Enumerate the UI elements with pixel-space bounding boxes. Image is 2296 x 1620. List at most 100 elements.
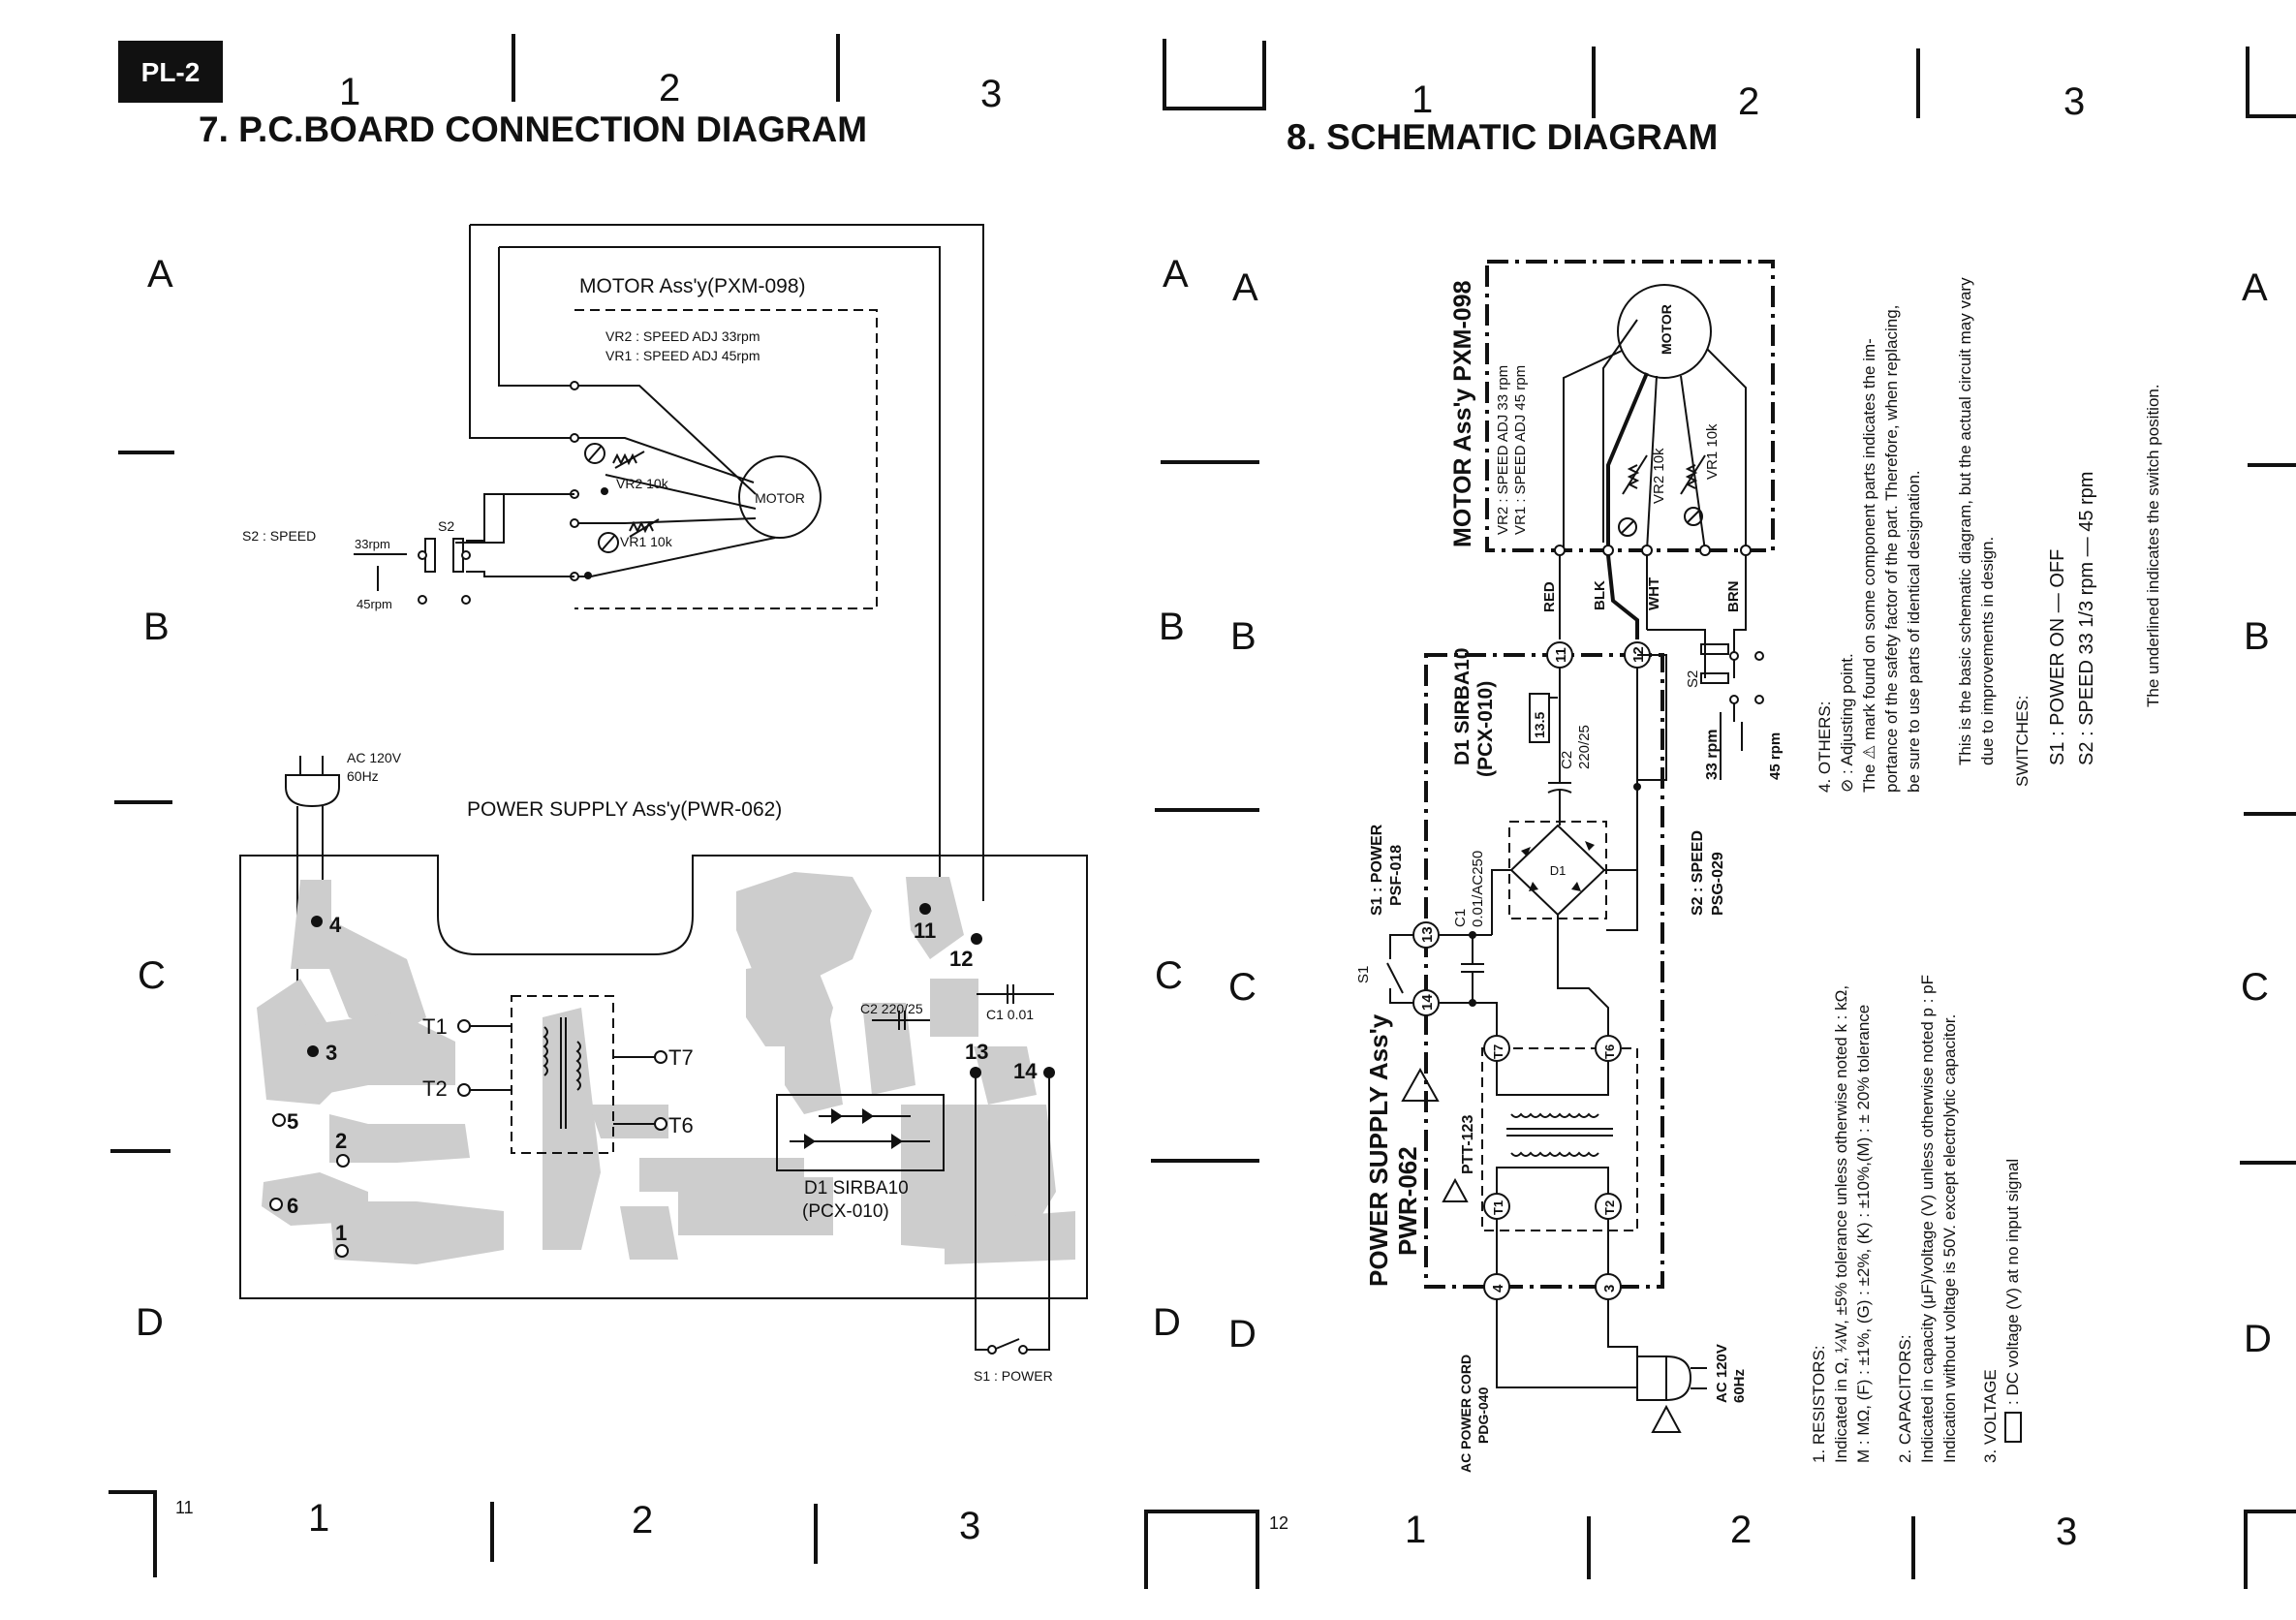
left-grid: 1 2 3 A B C D A B C D 11 1 2 3 12 [109, 34, 1288, 1589]
notes-others-line1: ⊘ : Adjusting point. [1838, 653, 1856, 793]
pcb-s1-switch: S1 : POWER [974, 1073, 1053, 1384]
pcb-s2-switch: S2 : SPEED S2 33rpm 45rpm [242, 493, 574, 611]
pcb-vr2-note: VR2 : SPEED ADJ 33rpm [605, 328, 760, 344]
schematic-cord-line1: AC POWER CORD [1458, 1355, 1474, 1473]
schematic-s2-assy-line1: S2 : SPEED [1690, 830, 1706, 916]
pcb-pin-11: 11 [914, 919, 936, 943]
right-grid-col-3-bottom: 3 [2056, 1511, 2077, 1553]
schematic-bridge-label: D1 [1550, 863, 1567, 878]
schematic-ac-line-label: AC 120V [1714, 1344, 1730, 1403]
grid-row-d-left: D [136, 1301, 164, 1344]
notes-others-line2: The ⚠ mark found on some component parts… [1860, 338, 1878, 793]
pcb-d1-line2: (PCX-010) [802, 1201, 889, 1222]
pcb-motor-circle [738, 455, 822, 539]
schematic-power-supply-box [1424, 653, 1664, 1289]
pcb-pin-2: 2 [335, 1129, 347, 1153]
svg-text:11: 11 [1553, 647, 1569, 663]
pcb-d1-line1: D1 SIRBA10 [804, 1178, 909, 1199]
right-page-title: 8. SCHEMATIC DIAGRAM [1287, 117, 1718, 157]
schematic-s1-assy-line2: PSF-018 [1388, 845, 1405, 906]
right-grid-row-d: D [1228, 1313, 1257, 1355]
grid-col-1-bottom: 1 [308, 1497, 329, 1540]
schematic-wire-brn: BRN [1725, 581, 1742, 613]
svg-text:T2: T2 [1602, 1200, 1617, 1215]
schematic-ac-freq-label: 60Hz [1731, 1369, 1748, 1403]
schematic-power-supply-warning-icon [1401, 1067, 1440, 1102]
notes-underline-note: The underlined indicates the switch posi… [2144, 384, 2162, 707]
pcb-t1-label: T1 [422, 1014, 448, 1039]
pcb-pin-12: 12 [949, 947, 973, 971]
schematic-transformer-warning-icon [1442, 1177, 1469, 1202]
pcb-s2-label: S2 [438, 518, 454, 534]
right-grid-col-1-bottom: 1 [1405, 1509, 1426, 1551]
schematic-vr1-adjust-icon [1684, 507, 1703, 526]
pcb-pin-4: 4 [329, 913, 342, 937]
notes-switch-s2: S2 : SPEED 33 1/3 rpm — 45 rpm [2076, 472, 2097, 765]
pcb-pin-3: 3 [326, 1041, 337, 1065]
pcb-motor-assy-label: MOTOR Ass'y(PXM-098) [579, 275, 806, 297]
pcb-vr1-adjust-icon [598, 532, 619, 553]
pcb-pin-13: 13 [965, 1040, 988, 1064]
pcb-vr1-label: VR1 10k [620, 534, 673, 549]
right-grid-col-3-top: 3 [2063, 80, 2085, 123]
schematic-notes: 1. RESISTORS: Indicated in Ω, ¼W, ±5% to… [1810, 277, 2162, 1463]
pcb-motor-assembly: MOTOR Ass'y(PXM-098) VR2 : SPEED ADJ 33r… [455, 224, 984, 901]
right-grid-row-d-edge: D [2244, 1318, 2272, 1360]
notes-others-line4: be sure to use parts of identical design… [1905, 470, 1923, 793]
right-grid-col-1-top: 1 [1412, 78, 1433, 121]
grid-row-c-mid: C [1155, 954, 1183, 997]
schematic-s1-assy-line1: S1 : POWER [1369, 824, 1385, 916]
schematic-c1-line2: 0.01/AC250 [1470, 851, 1486, 927]
schematic-voltage-box: 13.5 [1532, 712, 1547, 738]
schematic-motor-label: MOTOR [1659, 304, 1674, 355]
schematic-s2-assy-line2: PSG-029 [1710, 852, 1726, 916]
schematic-vr2-adjust-icon [1618, 517, 1637, 537]
schematic-vr2-note: VR2 : SPEED ADJ 33 rpm [1495, 365, 1511, 535]
right-grid-row-a: A [1232, 266, 1258, 309]
pcb-33rpm-label: 33rpm [355, 537, 390, 551]
notes-voltage-box-icon [2004, 1412, 2022, 1443]
right-grid-row-a-edge: A [2242, 266, 2268, 309]
pcb-power-supply-board: POWER SUPPLY Ass'y(PWR-062) T1 T2 [239, 798, 1088, 1299]
svg-text:3: 3 [1601, 1285, 1618, 1293]
svg-text:13: 13 [1419, 926, 1436, 943]
notes-basic-line2: due to improvements in design. [1978, 537, 1997, 765]
notes-basic-line1: This is the basic schematic diagram, but… [1956, 277, 1974, 765]
schematic: MOTOR Ass'y PXM-098 VR2 : SPEED ADJ 33 r… [1355, 260, 1784, 1473]
schematic-cord-line2: PDG-040 [1475, 1386, 1491, 1444]
schematic-45rpm-label: 45 rpm [1767, 732, 1784, 780]
notes-others-line3: portance of the safety factor of the par… [1882, 305, 1901, 793]
right-grid: 1 2 3 A B C D A B C D 1 2 3 [1228, 47, 2296, 1589]
pcb-pin-1: 1 [335, 1221, 347, 1245]
pcb-t2-label: T2 [422, 1076, 448, 1101]
notes-switches-title: SWITCHES: [2013, 696, 2032, 787]
grid-row-a-mid: A [1163, 253, 1189, 296]
right-grid-row-c: C [1228, 966, 1257, 1009]
right-grid-row-b: B [1230, 615, 1257, 658]
schematic-transformer-label: PTT-123 [1460, 1115, 1476, 1174]
schematic-33rpm-label: 33 rpm [1704, 730, 1721, 780]
pcb-s2-speed-label: S2 : SPEED [242, 528, 316, 544]
notes-capacitors-line2: Indication without voltage is 50V. excep… [1940, 1014, 1959, 1463]
notes-voltage-line1: : DC voltage (V) at no input signal [2003, 1159, 2022, 1405]
schematic-d1-line2: (PCX-010) [1474, 681, 1497, 777]
notes-resistors-title: 1. RESISTORS: [1810, 1345, 1828, 1463]
schematic-power-supply-line1: POWER SUPPLY Ass'y [1364, 1013, 1393, 1287]
grid-col-2-bottom: 2 [632, 1499, 653, 1542]
schematic-power-supply-line2: PWR-062 [1393, 1146, 1422, 1256]
notes-voltage-title: 3. VOLTAGE [1981, 1369, 2000, 1463]
schematic-c2-line1: C2 [1559, 751, 1575, 769]
pcb-t7-label: T7 [668, 1045, 694, 1070]
svg-text:T6: T6 [1602, 1044, 1617, 1059]
pcb-pin-14: 14 [1013, 1059, 1038, 1083]
right-grid-col-2-bottom: 2 [1730, 1509, 1752, 1551]
notes-capacitors-title: 2. CAPACITORS: [1896, 1334, 1914, 1463]
pcb-pin-5: 5 [287, 1109, 298, 1134]
pcb-c1-label: C1 0.01 [986, 1007, 1034, 1022]
pcb-motor-label: MOTOR [755, 490, 805, 506]
schematic-c1-line1: C1 [1452, 909, 1469, 927]
right-grid-col-2-top: 2 [1738, 80, 1759, 123]
schematic-vr2-label: VR2 10k [1651, 448, 1667, 504]
schematic-ac-warning-icon [1651, 1404, 1682, 1433]
